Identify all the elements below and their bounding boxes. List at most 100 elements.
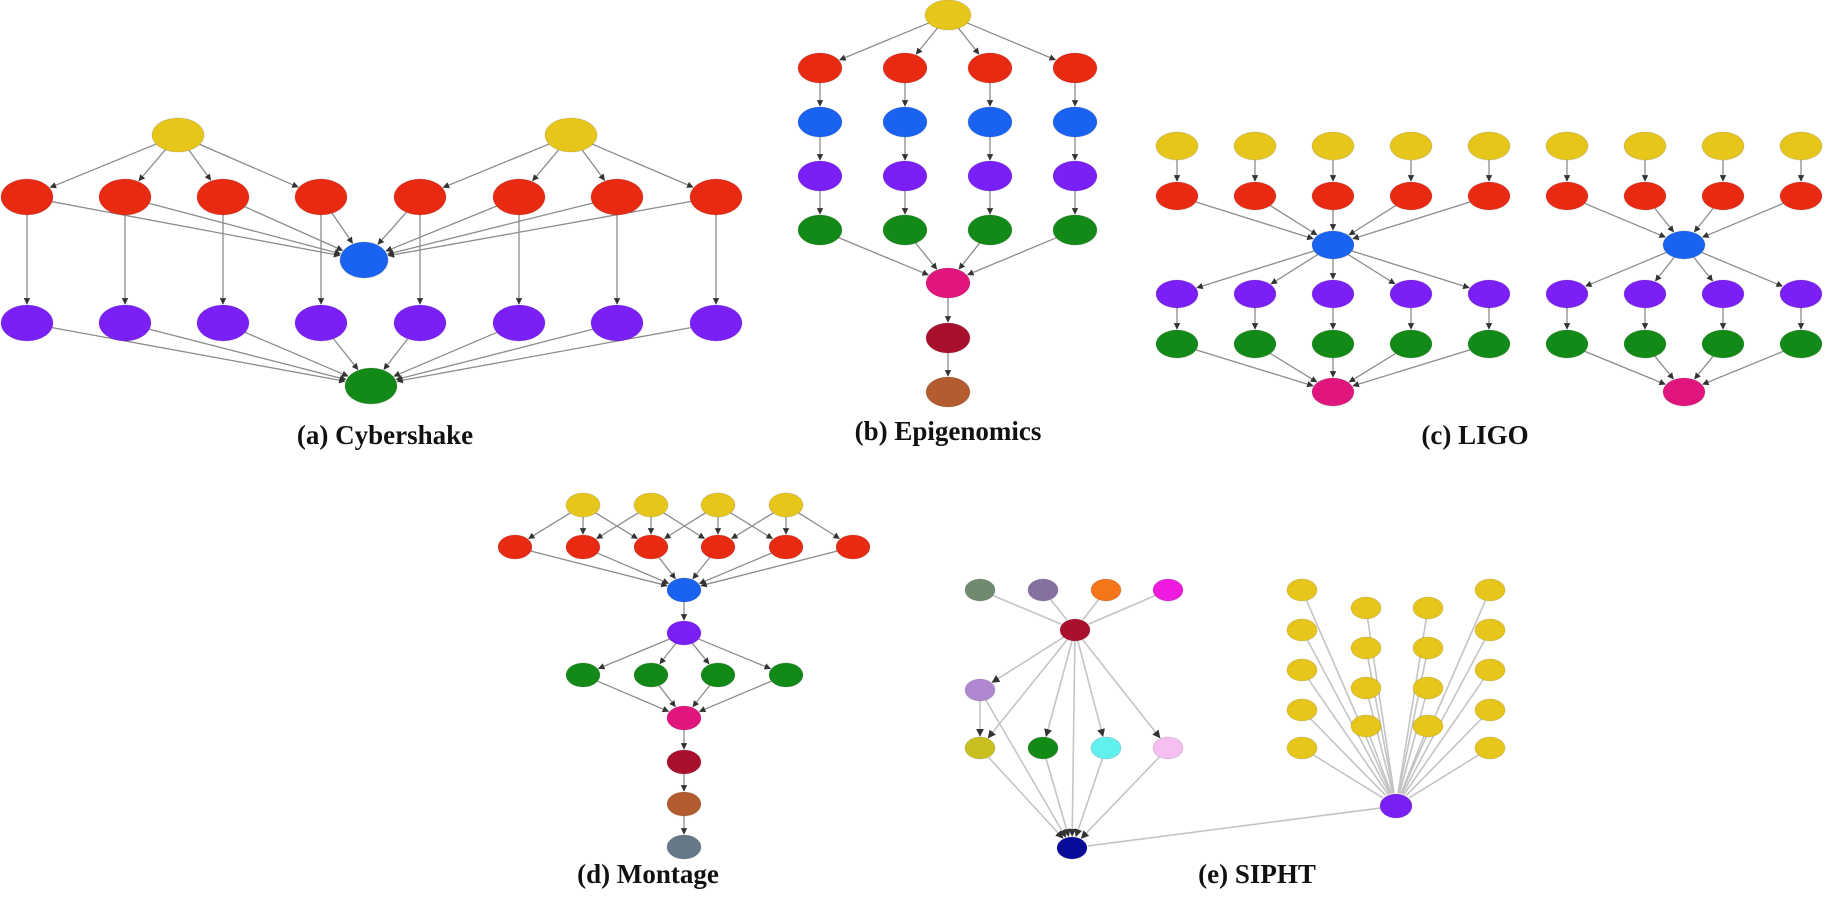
sipht-yellow-node-7	[1350, 636, 1382, 660]
montage-green-node-3	[700, 662, 736, 688]
montage-brown-node	[666, 791, 702, 817]
sipht-lavender-node	[964, 678, 996, 702]
sipht-top-node-2	[1027, 578, 1059, 602]
ligo-right-red-node-3	[1701, 181, 1745, 211]
ligo-right-blue-node	[1662, 230, 1706, 260]
cybershake-edge	[244, 206, 344, 251]
ligo-left-purple-node-1	[1155, 279, 1199, 309]
epigenomics-blue-node-1	[797, 106, 843, 138]
montage-red-node-4	[700, 534, 736, 560]
sipht-maroon-hub-node	[1059, 618, 1091, 642]
montage-green-node-2	[633, 662, 669, 688]
ligo-edge	[1269, 205, 1318, 236]
cybershake-edge	[387, 200, 691, 258]
montage-edge	[597, 680, 670, 713]
ligo-left-red-node-3	[1311, 181, 1355, 211]
cybershake-blue-node	[339, 241, 389, 279]
epigenomics-green-node-3	[967, 214, 1013, 246]
cybershake-edge	[393, 331, 498, 377]
ligo-edge	[1348, 352, 1396, 383]
sipht-edge	[1313, 754, 1384, 799]
epigenomics-source-node	[924, 0, 972, 31]
cybershake-edge	[387, 202, 593, 256]
sipht-edge	[1068, 640, 1077, 837]
ligo-edge	[1348, 205, 1397, 236]
ligo-right-yellow-node-3	[1701, 131, 1745, 161]
ligo-left-yellow-node-3	[1311, 131, 1355, 161]
ligo-edge	[1694, 355, 1714, 380]
sipht-yellow-node-5	[1286, 736, 1318, 760]
sipht-edge	[1044, 640, 1073, 738]
montage-blue-node	[666, 577, 702, 603]
ligo-right-red-node-4	[1779, 181, 1823, 211]
sipht-yellow-node-11	[1412, 636, 1444, 660]
ligo-left-purple-node-5	[1467, 279, 1511, 309]
cybershake-edge	[51, 201, 341, 258]
epigenomics-red-node-3	[967, 52, 1013, 84]
cybershake-edge	[442, 143, 550, 189]
montage-edge	[692, 685, 711, 708]
ligo-left-yellow-node-4	[1389, 131, 1433, 161]
ligo-left-yellow-node-1	[1155, 131, 1199, 161]
sipht-yellow-node-14	[1474, 578, 1506, 602]
cybershake-edge	[149, 328, 347, 382]
epigenomics-edge	[915, 27, 938, 55]
montage-edge	[698, 680, 772, 713]
montage-edge	[692, 557, 711, 580]
ligo-edge	[1584, 202, 1666, 238]
cybershake-edge	[592, 143, 694, 188]
sipht-top-node-3	[1090, 578, 1122, 602]
sipht-edge	[1398, 698, 1426, 794]
ligo-edge	[1654, 207, 1675, 233]
sipht-yellow-node-10	[1412, 596, 1444, 620]
ligo-right-yellow-node-1	[1545, 131, 1589, 161]
ligo-right-green-node-4	[1779, 329, 1823, 359]
epigenomics-edge	[967, 22, 1056, 61]
ligo-edge	[1584, 350, 1666, 386]
montage-edge	[597, 552, 670, 585]
ligo-left-green-node-3	[1311, 329, 1355, 359]
ligo-right-green-node-2	[1623, 329, 1667, 359]
ligo-right-yellow-node-4	[1779, 131, 1823, 161]
sipht-mid-node-1	[964, 736, 996, 760]
sipht-navy-sink-node	[1056, 836, 1088, 860]
montage-edge	[528, 512, 571, 540]
montage-edge	[700, 550, 838, 588]
ligo-left-green-node-4	[1389, 329, 1433, 359]
edges-layer	[23, 22, 1805, 847]
caption-montage: (d) Montage	[577, 859, 719, 889]
epigenomics-red-node-2	[882, 52, 928, 84]
sipht-top-node-4	[1152, 578, 1184, 602]
ligo-edge	[1654, 355, 1674, 380]
epigenomics-purple-node-2	[882, 160, 928, 192]
ligo-right-purple-node-2	[1623, 279, 1667, 309]
ligo-left-red-node-2	[1233, 181, 1277, 211]
ligo-edge	[1352, 201, 1471, 241]
ligo-left-green-node-5	[1467, 329, 1511, 359]
cybershake-purple-node-3	[196, 304, 250, 342]
sipht-edge	[1401, 639, 1486, 795]
epigenomics-blue-node-3	[967, 106, 1013, 138]
sipht-edge	[1088, 594, 1156, 625]
montage-edge	[664, 512, 706, 540]
ligo-right-red-node-2	[1623, 181, 1667, 211]
epigenomics-maroon-node	[925, 322, 971, 354]
cybershake-edge	[532, 149, 559, 182]
cybershake-red-node-2	[98, 178, 152, 216]
cybershake-purple-node-1	[0, 304, 54, 342]
montage-green-node-1	[565, 662, 601, 688]
cybershake-edge	[377, 211, 407, 245]
cybershake-purple-node-6	[492, 304, 546, 342]
ligo-left-yellow-node-5	[1467, 131, 1511, 161]
sipht-yellow-node-4	[1286, 698, 1318, 722]
sipht-edge	[1367, 698, 1394, 794]
cybershake-red-node-5	[393, 178, 447, 216]
montage-yellow-node-4	[768, 492, 804, 518]
epigenomics-red-node-4	[1052, 52, 1098, 84]
ligo-right-purple-node-3	[1701, 279, 1745, 309]
ligo-right-green-node-3	[1701, 329, 1745, 359]
sipht-edge	[1308, 679, 1389, 795]
montage-edge	[596, 512, 639, 540]
sipht-yellow-node-8	[1350, 676, 1382, 700]
